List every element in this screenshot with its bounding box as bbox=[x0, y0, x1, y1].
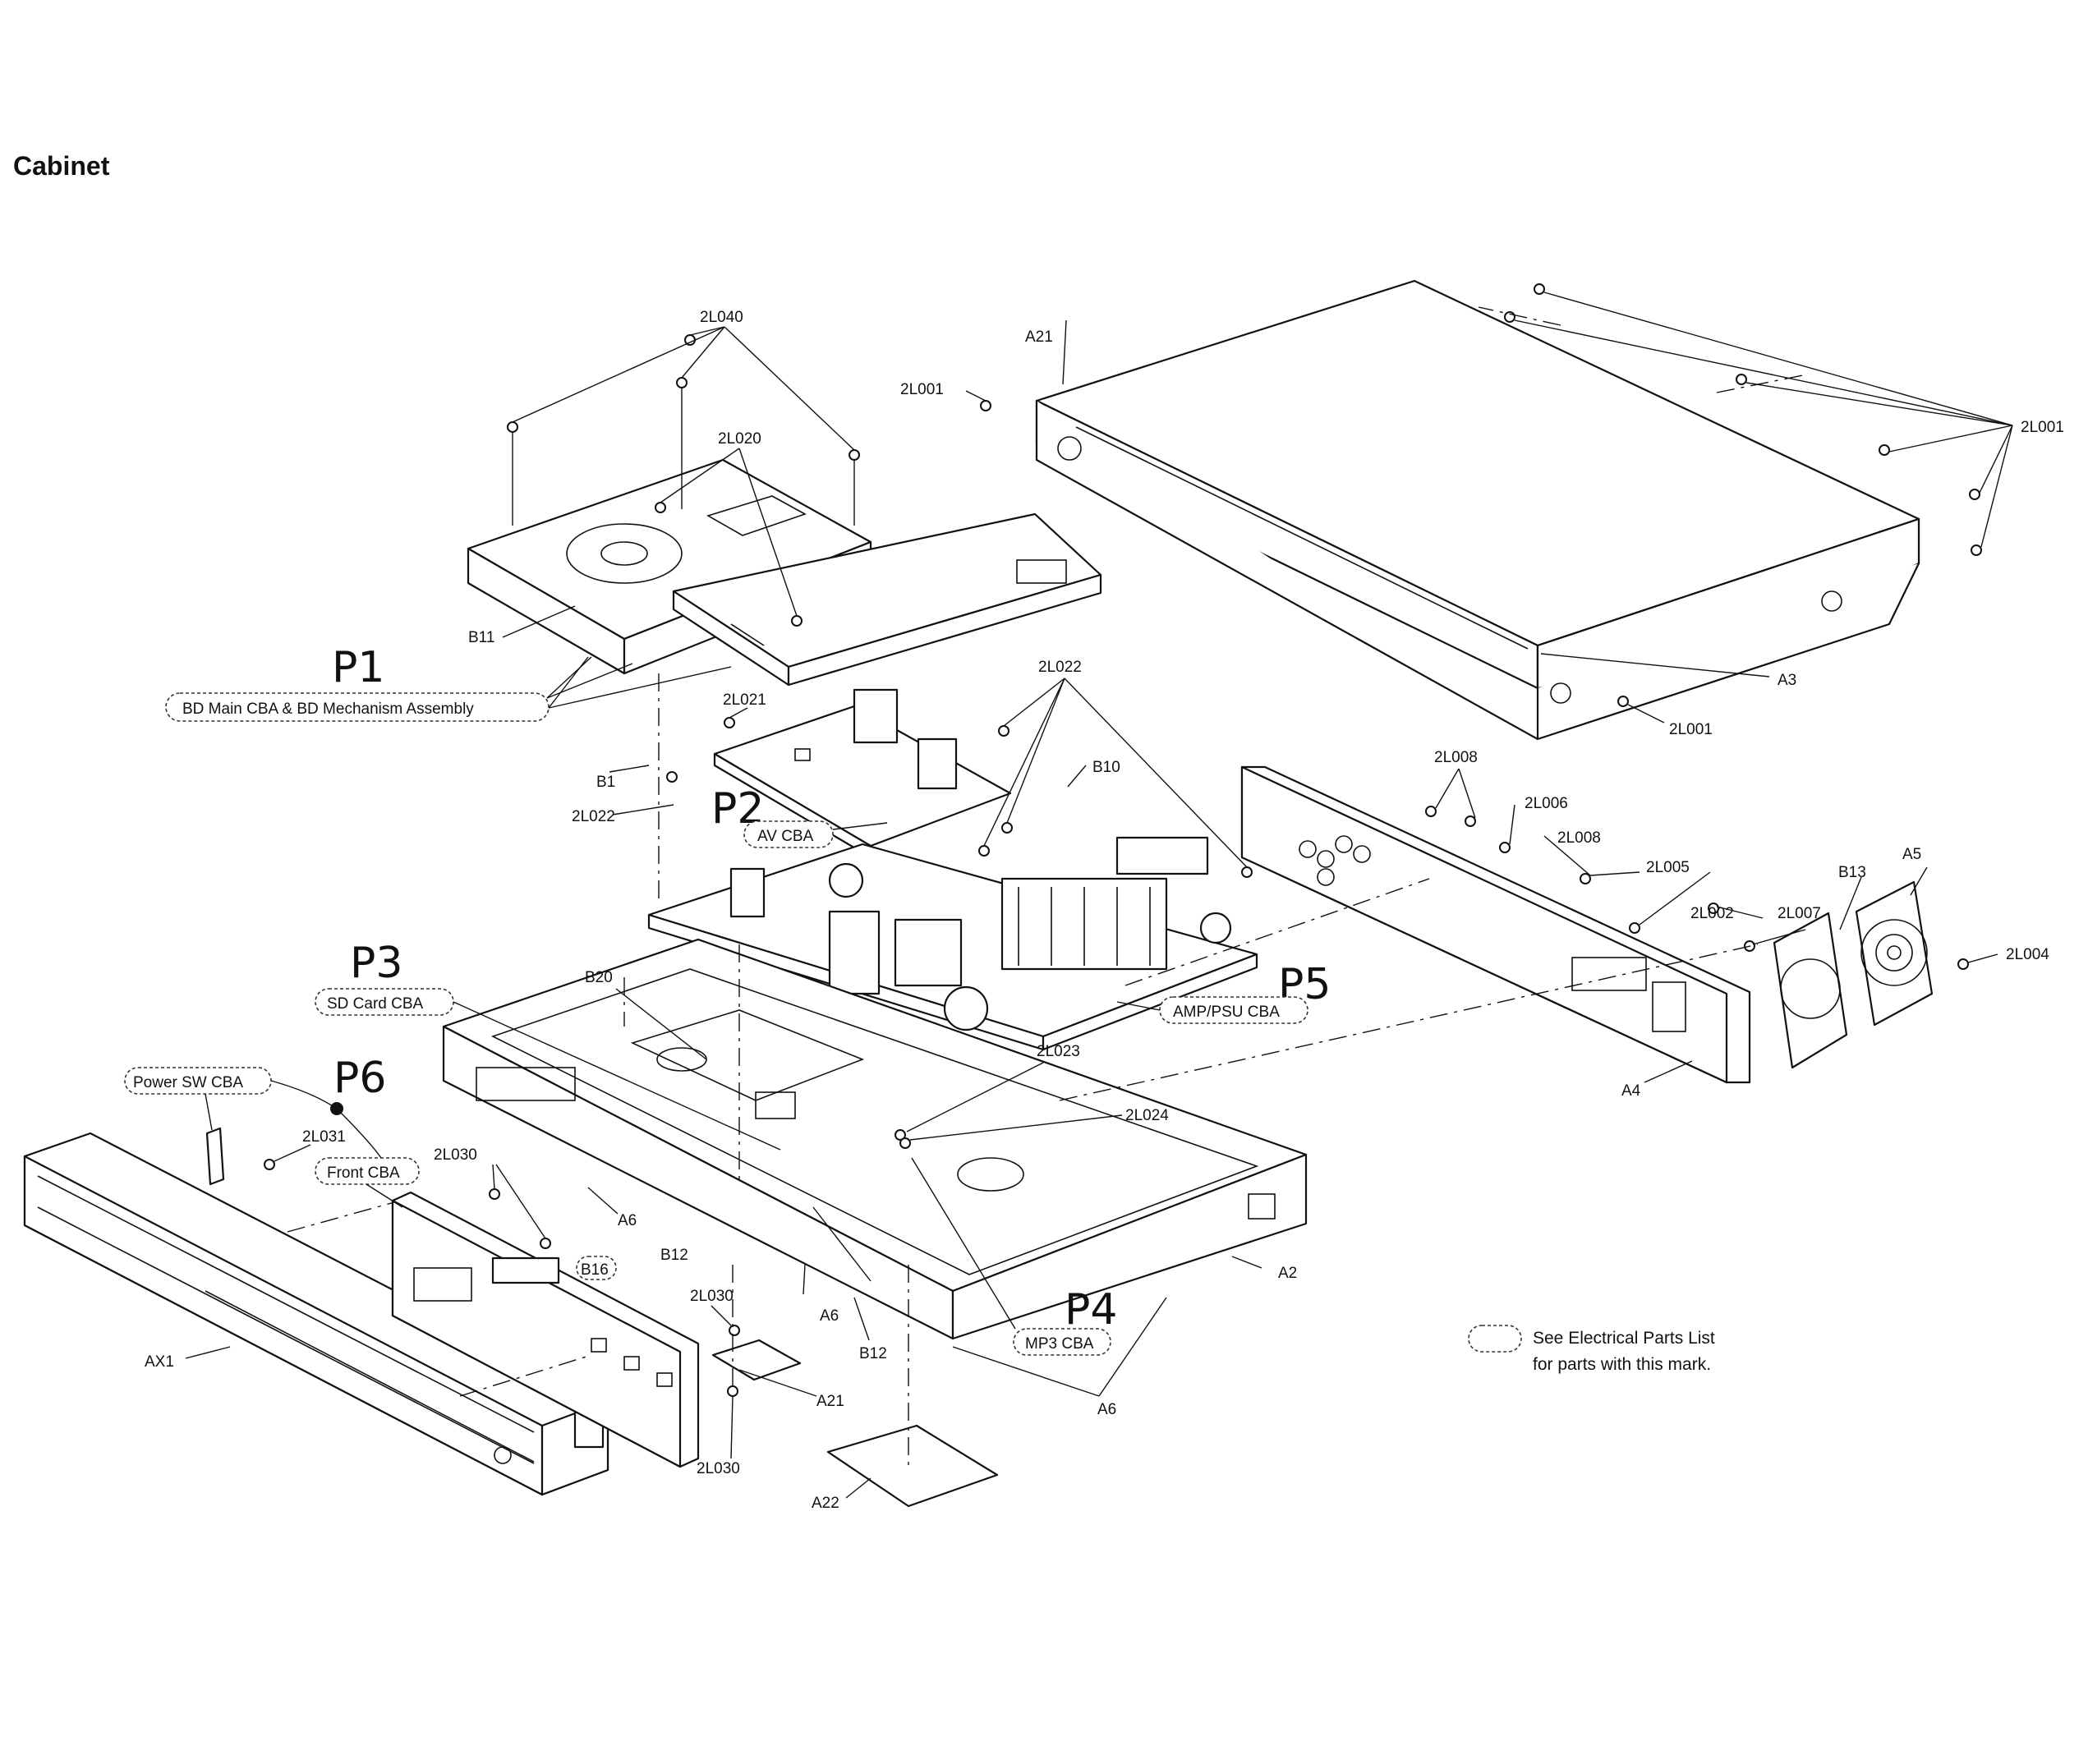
amp-psu-cba bbox=[647, 836, 1258, 1051]
bd-main-cba bbox=[672, 512, 1102, 687]
callout-2L022-left: 2L022 bbox=[572, 808, 615, 825]
alignment-lines bbox=[287, 306, 1808, 1470]
fan-b13 bbox=[1773, 912, 1848, 1069]
callout-AX1: AX1 bbox=[145, 1353, 174, 1371]
pill-p5 bbox=[1159, 996, 1308, 1024]
callout-2L008-b: 2L008 bbox=[1557, 829, 1601, 847]
pill-p3 bbox=[315, 988, 454, 1016]
label-power-sw: Power SW CBA bbox=[133, 1074, 243, 1091]
insulation-sheet-a22 bbox=[826, 1424, 999, 1508]
front-cba bbox=[391, 1191, 700, 1468]
callout-B10: B10 bbox=[1092, 759, 1120, 776]
label-av-cba: AV CBA bbox=[757, 828, 814, 845]
board-tags: P1 BD Main CBA & BD Mechanism Assembly P… bbox=[124, 643, 1331, 1356]
callout-B11: B11 bbox=[468, 629, 494, 646]
callout-B16: B16 bbox=[581, 1261, 609, 1279]
pill-p4 bbox=[1013, 1328, 1111, 1356]
callout-labels: 2L040 2L020 B11 2L022 2L021 B10 B1 2L022… bbox=[145, 309, 2064, 1512]
callout-B12-a: B12 bbox=[660, 1247, 688, 1264]
callout-A6-c: A6 bbox=[1097, 1401, 1116, 1418]
tag-p1: P1 bbox=[332, 643, 384, 692]
callout-2L021: 2L021 bbox=[723, 691, 766, 709]
callout-A6-a: A6 bbox=[618, 1212, 637, 1229]
legend-line-2: for parts with this mark. bbox=[1533, 1355, 1711, 1374]
label-bd-main: BD Main CBA & BD Mechanism Assembly bbox=[182, 701, 474, 718]
front-panel-ax1 bbox=[23, 1132, 609, 1496]
callout-2L002: 2L002 bbox=[1690, 905, 1734, 922]
legend-mark bbox=[1468, 1325, 1522, 1353]
top-cover-a3 bbox=[1035, 279, 1920, 741]
callout-A2: A2 bbox=[1278, 1265, 1297, 1282]
callout-A21-top: A21 bbox=[1025, 328, 1053, 346]
label-amp-psu: AMP/PSU CBA bbox=[1173, 1004, 1280, 1021]
callout-B1: B1 bbox=[596, 774, 615, 791]
callout-2L005: 2L005 bbox=[1646, 859, 1690, 876]
legend: See Electrical Parts List for parts with… bbox=[1468, 1325, 1715, 1374]
pill-p2 bbox=[743, 820, 834, 848]
callout-2L007: 2L007 bbox=[1778, 905, 1821, 922]
callout-B13: B13 bbox=[1838, 864, 1866, 881]
callout-2L008-a: 2L008 bbox=[1434, 749, 1478, 766]
callout-2L030-b: 2L030 bbox=[690, 1288, 734, 1305]
callout-B20: B20 bbox=[585, 969, 613, 986]
chassis-a2 bbox=[442, 938, 1308, 1340]
callout-A22: A22 bbox=[812, 1495, 839, 1512]
callout-2L030-a: 2L030 bbox=[434, 1146, 477, 1164]
callout-2L024: 2L024 bbox=[1125, 1107, 1169, 1124]
pill-b16 bbox=[576, 1256, 617, 1280]
callout-2L001-b: 2L001 bbox=[2021, 419, 2064, 436]
fan-guard-a5 bbox=[1855, 880, 1934, 1027]
callout-2L001-c: 2L001 bbox=[1669, 721, 1713, 738]
callout-A6-b: A6 bbox=[820, 1307, 839, 1325]
sheet-a21-bottom bbox=[711, 1339, 802, 1381]
callout-2L006: 2L006 bbox=[1525, 795, 1568, 812]
page-title: Cabinet bbox=[13, 151, 110, 181]
tag-p4: P4 bbox=[1065, 1285, 1117, 1334]
tag-p6: P6 bbox=[333, 1054, 386, 1103]
callout-2L004: 2L004 bbox=[2006, 946, 2049, 963]
tag-p3: P3 bbox=[350, 939, 402, 988]
callout-2L031: 2L031 bbox=[302, 1128, 346, 1146]
callout-2L030-c: 2L030 bbox=[697, 1460, 740, 1477]
leader-lines bbox=[185, 292, 2013, 1499]
callout-A5: A5 bbox=[1902, 846, 1921, 863]
legend-line-1: See Electrical Parts List bbox=[1533, 1329, 1715, 1348]
callout-2L001-a: 2L001 bbox=[900, 381, 944, 398]
label-sd-card: SD Card CBA bbox=[327, 995, 424, 1013]
callout-A21-bottom: A21 bbox=[816, 1393, 844, 1410]
callout-A3: A3 bbox=[1778, 672, 1796, 689]
rear-panel-a4 bbox=[1240, 765, 1751, 1084]
label-mp3-cba: MP3 CBA bbox=[1025, 1335, 1094, 1353]
callout-2L040: 2L040 bbox=[700, 309, 743, 326]
label-front-cba: Front CBA bbox=[327, 1165, 400, 1182]
callout-2L022-top: 2L022 bbox=[1038, 659, 1082, 676]
callout-2L020: 2L020 bbox=[718, 430, 761, 448]
callout-A4: A4 bbox=[1621, 1082, 1641, 1100]
callout-B12-b: B12 bbox=[859, 1345, 887, 1362]
power-sw-cba bbox=[205, 1127, 225, 1186]
screws bbox=[264, 283, 1982, 1397]
callout-2L023: 2L023 bbox=[1037, 1043, 1080, 1060]
